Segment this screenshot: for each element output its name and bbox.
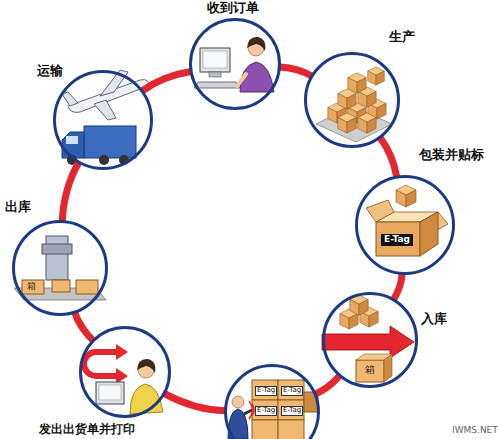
circle-grounds <box>12 18 455 439</box>
ring-segment <box>394 274 402 300</box>
process-circle: 包装并贴标 <box>355 175 455 275</box>
ring-segment <box>280 67 312 76</box>
watermark: IWMS.NET <box>452 426 498 436</box>
ring-segment <box>75 313 93 341</box>
process-circle: 发出出货单并打印 <box>79 326 171 418</box>
circle-outline <box>189 18 281 110</box>
step-heading: 运输 <box>36 64 64 79</box>
process-circle: 运输 <box>53 70 153 170</box>
box-mark: 箱 <box>365 364 375 375</box>
tag-label: E-Tag <box>281 406 303 416</box>
tag-label: E-Tag <box>281 386 303 396</box>
circle-outline <box>53 70 153 170</box>
step-heading: 入库 <box>420 312 448 327</box>
circle-outline <box>12 220 108 316</box>
step-heading: 出库 <box>4 200 32 215</box>
ring-segment <box>62 163 78 221</box>
circle-outline <box>304 52 400 148</box>
process-circle: E-TagE-TagE-TagE-Tag <box>224 364 320 439</box>
outbound-line <box>14 236 106 300</box>
process-circle: 收到订单 <box>189 18 281 110</box>
warehouse-scan <box>228 380 318 439</box>
step-heading: 包装并贴标 <box>418 148 485 163</box>
step-heading: 生产 <box>388 30 416 45</box>
tag-label: E-Tag <box>255 386 277 396</box>
order-clerk <box>194 37 274 92</box>
tag-label: E-Tag <box>255 406 277 416</box>
etag-label: E-Tag <box>381 234 413 246</box>
shipping-clerk <box>84 344 163 414</box>
box-mark: 箱 <box>27 282 36 292</box>
ring-segment <box>380 138 397 177</box>
process-circle: 出库 <box>12 220 108 316</box>
ring-segment <box>315 376 339 394</box>
step-heading: 收到订单 <box>206 1 260 16</box>
packing-box <box>366 185 448 256</box>
circle-outline <box>355 175 455 275</box>
ring-segment <box>142 71 190 90</box>
production-boxes <box>316 67 392 142</box>
step-heading: 发出出货单并打印 <box>38 423 136 437</box>
circle-outline <box>79 326 171 418</box>
process-circle: 生产 <box>304 52 400 148</box>
circle-outline <box>224 364 320 439</box>
ring-segment <box>165 394 226 411</box>
